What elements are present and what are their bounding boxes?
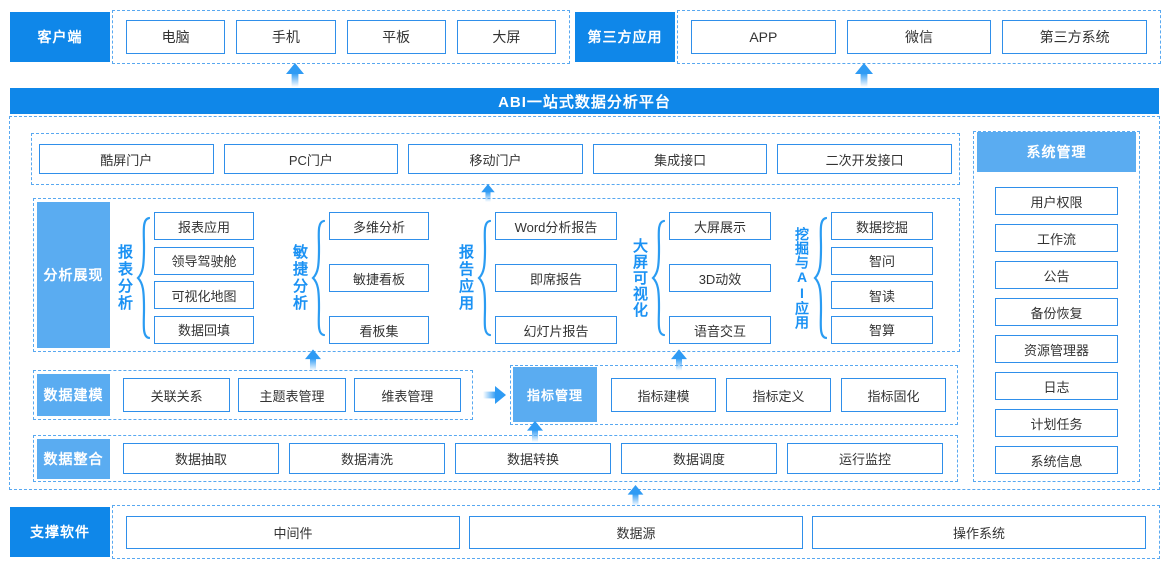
support-item: 操作系统 bbox=[812, 515, 1146, 549]
analysis-item: 智问 bbox=[831, 246, 933, 275]
arrow-up-icon bbox=[481, 184, 495, 202]
analysis-item: 领导驾驶舱 bbox=[154, 246, 254, 275]
portal-item: 移动门户 bbox=[408, 144, 583, 174]
portal-row-container: 酷屏门户 PC门户 移动门户 集成接口 二次开发接口 bbox=[31, 133, 960, 185]
support-item: 中间件 bbox=[126, 515, 460, 549]
portal-item: 酷屏门户 bbox=[39, 144, 214, 174]
left-brace-icon bbox=[477, 219, 491, 337]
arrow-up-icon bbox=[855, 63, 873, 87]
portal-item: 二次开发接口 bbox=[777, 144, 952, 174]
system-item: 用户权限 bbox=[995, 187, 1118, 215]
client-item: 电脑 bbox=[126, 20, 226, 54]
platform-title-banner: ABI一站式数据分析平台 bbox=[10, 88, 1159, 114]
support-section-label: 支撑软件 bbox=[10, 507, 110, 557]
system-item: 计划任务 bbox=[995, 409, 1118, 437]
integration-item: 数据清洗 bbox=[289, 443, 445, 474]
analysis-item: 可视化地图 bbox=[154, 281, 254, 310]
client-section-label: 客户端 bbox=[10, 12, 110, 62]
third-party-item: 第三方系统 bbox=[1002, 20, 1148, 54]
client-item: 大屏 bbox=[456, 20, 556, 54]
analysis-item: 大屏展示 bbox=[669, 212, 771, 240]
analysis-group: 报告应用 Word分析报告 即席报告 幻灯片报告 bbox=[457, 210, 617, 346]
client-item: 手机 bbox=[236, 20, 336, 54]
left-brace-icon bbox=[813, 216, 827, 340]
system-item: 备份恢复 bbox=[995, 298, 1118, 326]
arrow-up-icon bbox=[286, 63, 304, 87]
arrow-right-icon bbox=[483, 386, 506, 404]
platform-outer-container bbox=[9, 116, 1160, 490]
analysis-item: 3D动效 bbox=[669, 264, 771, 292]
portal-item: PC门户 bbox=[223, 144, 399, 174]
third-party-item: APP bbox=[691, 20, 836, 54]
indicator-management-box: 指标管理 bbox=[513, 367, 597, 422]
analysis-group-name: 挖掘与AI应用 bbox=[794, 227, 810, 329]
system-item: 系统信息 bbox=[995, 446, 1118, 474]
analysis-group-name: 报表分析 bbox=[116, 244, 133, 312]
analysis-group: 挖掘与AI应用 数据挖掘 智问 智读 智算 bbox=[794, 210, 933, 346]
analysis-item: 数据回填 bbox=[154, 315, 254, 344]
third-party-item: 微信 bbox=[846, 20, 992, 54]
indicator-row-container: 指标建模 指标定义 指标固化 bbox=[510, 365, 958, 425]
analysis-row-container bbox=[33, 198, 960, 352]
modeling-item: 维表管理 bbox=[353, 378, 461, 412]
arrow-up-icon bbox=[627, 485, 644, 506]
system-sidebar-container bbox=[973, 131, 1140, 482]
left-brace-icon bbox=[311, 219, 325, 337]
indicator-item: 指标建模 bbox=[611, 378, 716, 412]
arrow-up-icon bbox=[305, 349, 321, 371]
modeling-section-label: 数据建模 bbox=[37, 374, 110, 416]
integration-item: 数据调度 bbox=[621, 443, 777, 474]
analysis-item: 即席报告 bbox=[495, 264, 617, 292]
analysis-item: 幻灯片报告 bbox=[495, 316, 617, 344]
client-items-container: 电脑 手机 平板 大屏 bbox=[112, 10, 570, 64]
third-party-section-label: 第三方应用 bbox=[575, 12, 675, 62]
analysis-group: 敏捷分析 多维分析 敏捷看板 看板集 bbox=[291, 210, 429, 346]
indicator-item: 指标定义 bbox=[726, 378, 831, 412]
indicator-item: 指标固化 bbox=[841, 378, 946, 412]
integration-item: 运行监控 bbox=[787, 443, 943, 474]
analysis-item: 看板集 bbox=[329, 316, 429, 344]
analysis-item: 多维分析 bbox=[329, 212, 429, 240]
analysis-section-label: 分析展现 bbox=[37, 202, 110, 348]
modeling-row-container: 关联关系 主题表管理 维表管理 bbox=[33, 370, 473, 420]
system-item: 工作流 bbox=[995, 224, 1118, 252]
left-brace-icon bbox=[651, 219, 665, 337]
analysis-group: 报表分析 报表应用 领导驾驶舱 可视化地图 数据回填 bbox=[116, 210, 254, 346]
integration-section-label: 数据整合 bbox=[37, 439, 110, 479]
system-item: 日志 bbox=[995, 372, 1118, 400]
left-brace-icon bbox=[136, 216, 150, 340]
integration-row-container: 数据抽取 数据清洗 数据转换 数据调度 运行监控 bbox=[33, 435, 958, 482]
system-section-label: 系统管理 bbox=[977, 132, 1136, 172]
third-party-items-container: APP 微信 第三方系统 bbox=[677, 10, 1161, 64]
analysis-item: 语音交互 bbox=[669, 316, 771, 344]
support-items-container: 中间件 数据源 操作系统 bbox=[112, 505, 1160, 559]
integration-item: 数据转换 bbox=[455, 443, 611, 474]
system-item: 资源管理器 bbox=[995, 335, 1118, 363]
support-item: 数据源 bbox=[469, 515, 803, 549]
analysis-item: Word分析报告 bbox=[495, 212, 617, 240]
system-item: 公告 bbox=[995, 261, 1118, 289]
integration-item: 数据抽取 bbox=[123, 443, 279, 474]
modeling-item: 关联关系 bbox=[123, 378, 231, 412]
arrow-up-icon bbox=[671, 349, 687, 371]
portal-item: 集成接口 bbox=[592, 144, 768, 174]
system-items-container: 用户权限 工作流 公告 备份恢复 资源管理器 日志 计划任务 系统信息 bbox=[995, 187, 1118, 474]
analysis-item: 敏捷看板 bbox=[329, 264, 429, 292]
analysis-group: 大屏可视化 大屏展示 3D动效 语音交互 bbox=[631, 210, 771, 346]
analysis-group-name: 报告应用 bbox=[457, 244, 474, 312]
analysis-item: 智读 bbox=[831, 281, 933, 310]
modeling-item: 主题表管理 bbox=[238, 378, 346, 412]
analysis-group-name: 大屏可视化 bbox=[631, 238, 648, 318]
analysis-item: 报表应用 bbox=[154, 212, 254, 240]
analysis-item: 智算 bbox=[831, 315, 933, 344]
analysis-group-name: 敏捷分析 bbox=[291, 244, 308, 312]
analysis-item: 数据挖掘 bbox=[831, 212, 933, 240]
client-item: 平板 bbox=[346, 20, 446, 54]
